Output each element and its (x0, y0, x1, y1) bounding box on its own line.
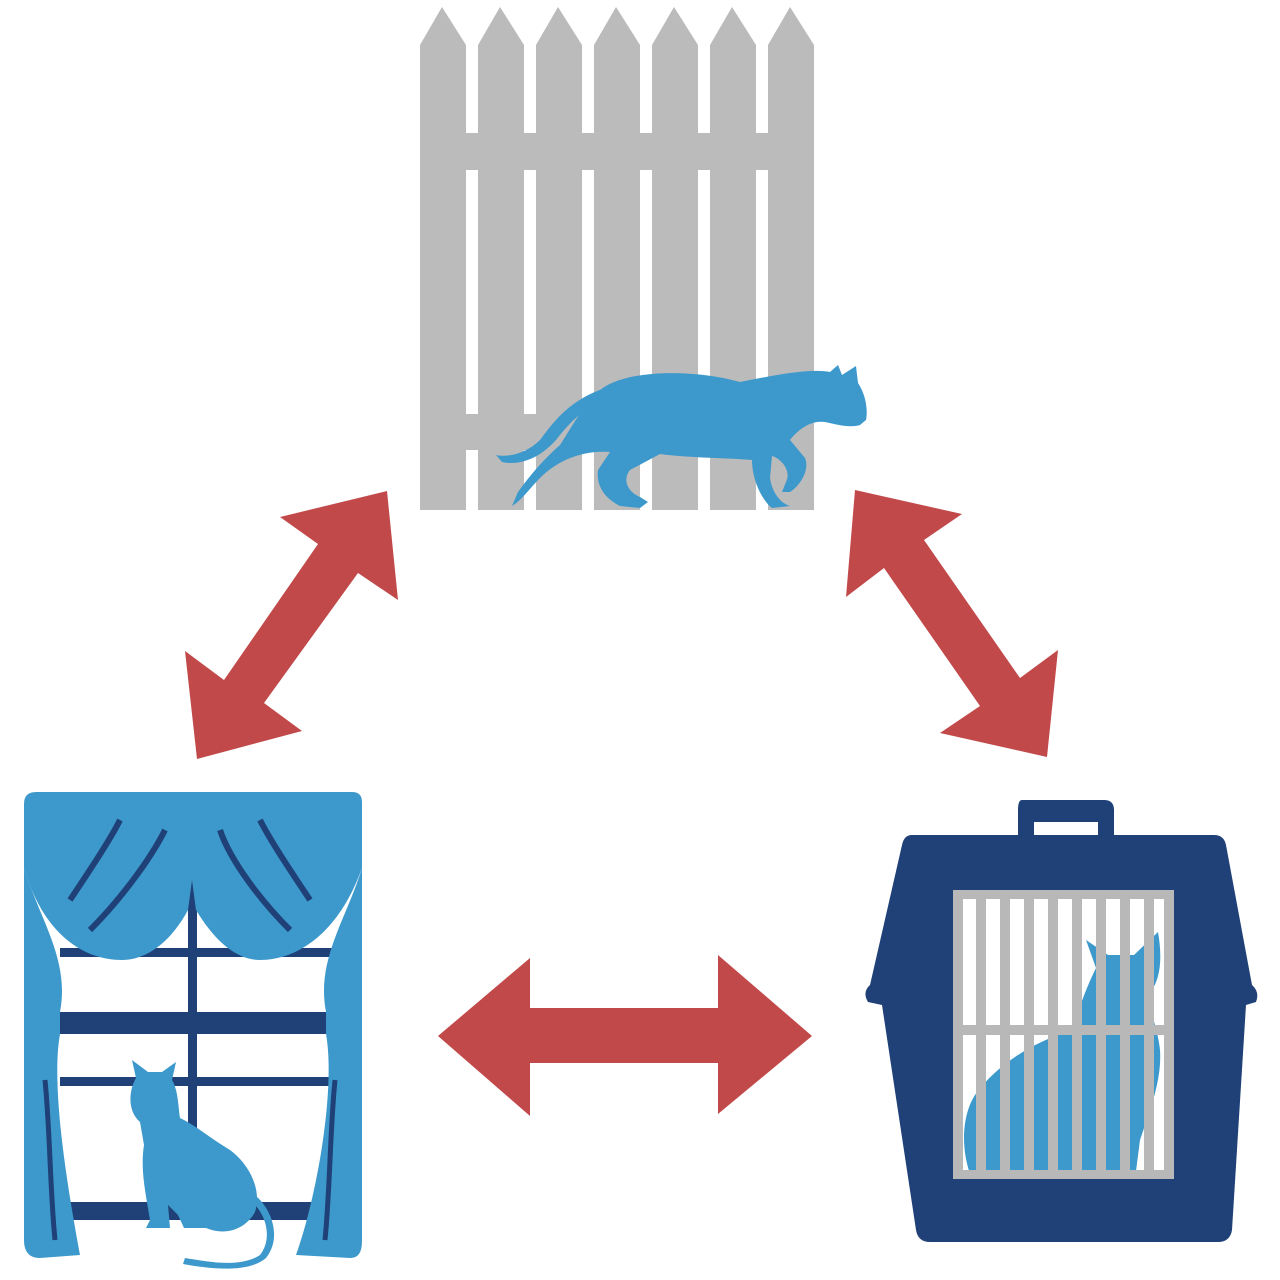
arrow-outdoor-indoor (185, 491, 398, 759)
arrow-indoor-carrier (438, 955, 812, 1116)
carrier-bars (953, 890, 1174, 1179)
pet-carrier-with-cat-icon (865, 800, 1258, 1242)
cat-in-carrier-icon (964, 932, 1161, 1179)
curtain-icon (24, 792, 362, 1258)
arrow-outdoor-carrier (846, 490, 1058, 757)
carrier-handle (1018, 800, 1114, 838)
window-with-sitting-cat-icon (24, 792, 362, 1269)
fence-with-walking-cat-icon (420, 7, 867, 510)
walking-cat-icon (496, 365, 867, 508)
sitting-cat-icon (130, 1060, 275, 1269)
